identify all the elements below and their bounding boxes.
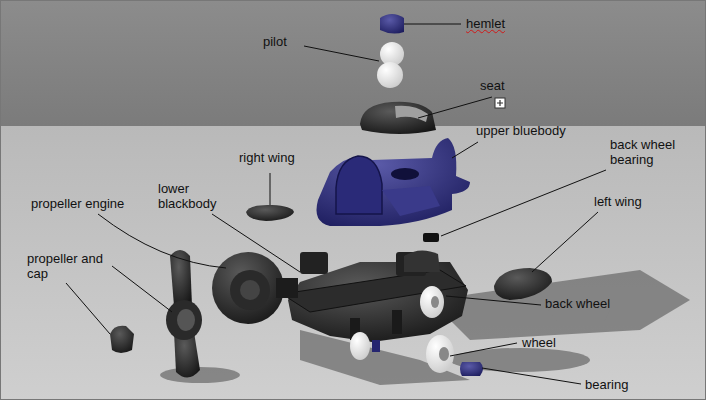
right-wing — [246, 205, 294, 221]
propeller-cap — [110, 326, 134, 353]
backdrop-wall — [0, 0, 706, 126]
seat-cushion — [395, 106, 428, 122]
part-label: left wing — [594, 194, 642, 209]
back-wheel-bearing — [423, 233, 439, 242]
propeller — [166, 250, 202, 378]
part-label: back wheel bearing — [610, 137, 690, 167]
bearing — [460, 362, 483, 376]
part-label: back wheel — [545, 296, 610, 311]
helmet — [380, 14, 404, 34]
cursor-plus-icon — [495, 98, 505, 108]
front-wheel — [350, 332, 370, 360]
floor — [0, 126, 706, 400]
left-wing — [494, 268, 552, 300]
propeller-engine — [212, 252, 298, 324]
part-label: pilot — [263, 34, 287, 49]
part-label: upper bluebody — [476, 123, 566, 138]
part-label: propeller engine — [31, 196, 124, 211]
seat — [360, 102, 436, 134]
part-label: lower blackbody — [158, 181, 226, 211]
part-label: seat — [480, 78, 505, 93]
part-label: hemlet — [466, 16, 505, 31]
wheel — [426, 335, 454, 373]
part-label: wheel — [522, 335, 556, 350]
part-label: bearing — [585, 377, 628, 392]
part-label: right wing — [239, 150, 295, 165]
pilot-figure — [377, 42, 404, 88]
back-wheel — [420, 286, 444, 318]
upper-blue-body — [317, 138, 471, 226]
leader-lines — [66, 24, 606, 384]
part-label: propeller and cap — [27, 251, 123, 281]
